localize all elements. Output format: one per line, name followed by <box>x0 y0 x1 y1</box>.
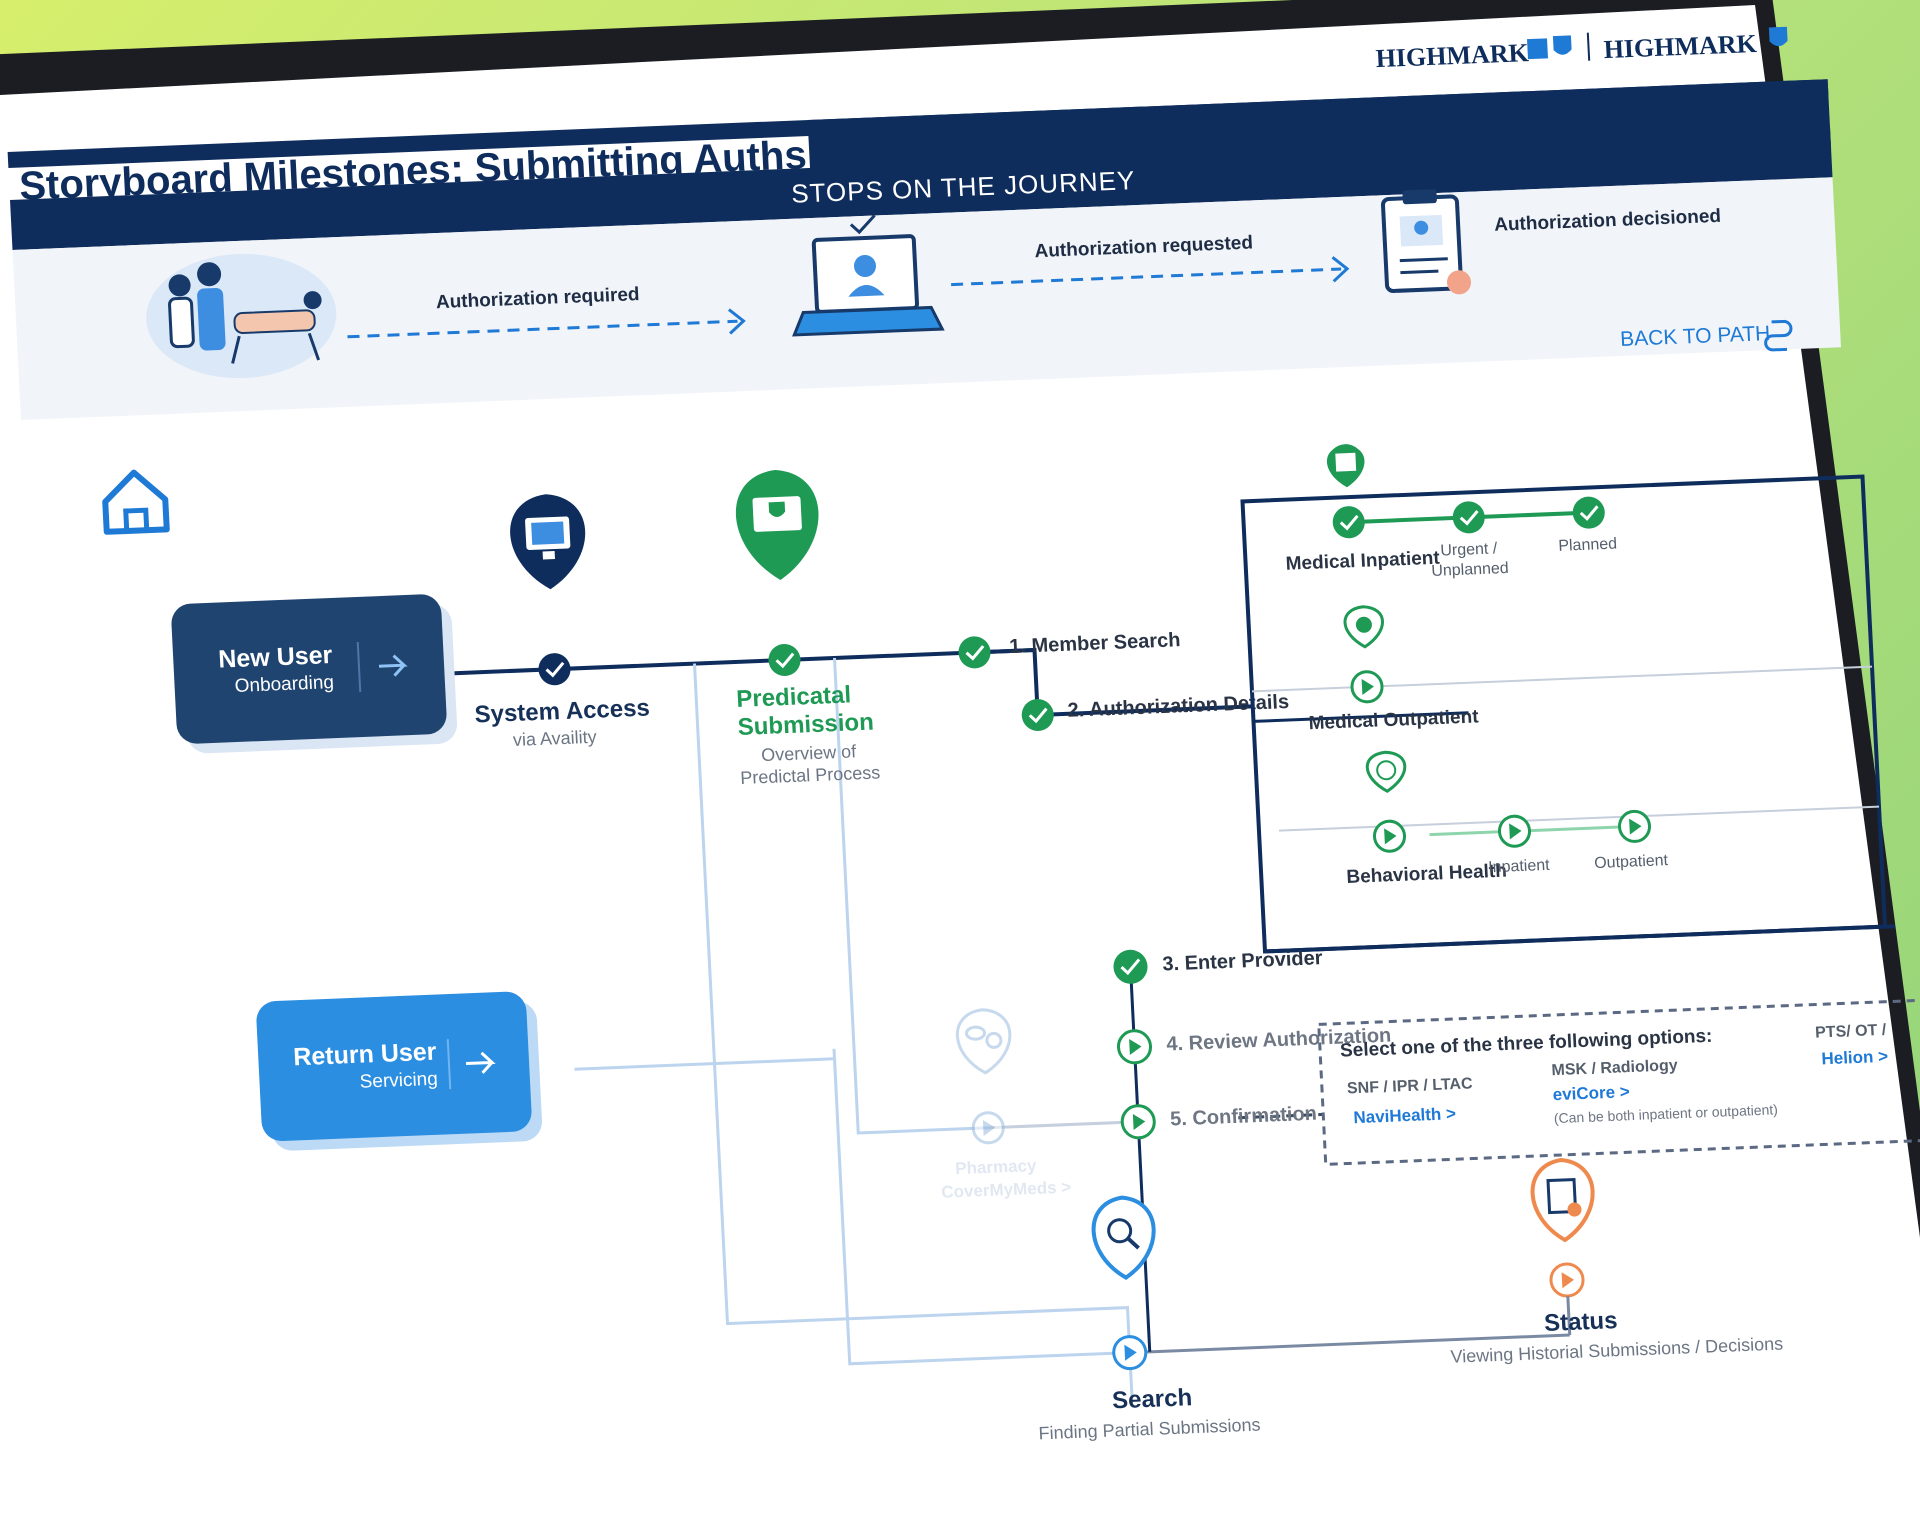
predicatal-title-2: Submission <box>737 709 874 741</box>
blue-cross-icon <box>1527 38 1548 59</box>
predicatal-title-1: Predicatal <box>736 681 852 713</box>
inpatient-node[interactable] <box>1499 816 1531 847</box>
outpatient-label: Outpatient <box>1594 852 1669 872</box>
evicore-link[interactable]: eviCore > <box>1552 1082 1630 1104</box>
inpatient-label: Inpatient <box>1488 857 1551 876</box>
return-user-subtitle: Servicing <box>359 1069 438 1093</box>
helion-link[interactable]: Helion > <box>1821 1047 1889 1069</box>
urgent-label-2: Unplanned <box>1431 560 1509 580</box>
new-user-title: New User <box>218 641 334 674</box>
return-user-button[interactable]: Return User Servicing <box>256 991 544 1152</box>
predicatal-sub-1: Overview of <box>761 741 858 765</box>
svg-text:HIGHMARK: HIGHMARK <box>1603 29 1758 64</box>
clipboard-icon <box>1382 188 1471 297</box>
status-title: Status <box>1543 1307 1618 1337</box>
search-title: Search <box>1111 1384 1192 1414</box>
svg-text:HIGHMARK: HIGHMARK <box>1375 38 1530 73</box>
new-user-button[interactable]: New User Onboarding <box>171 593 459 754</box>
system-access-subtitle: via Availity <box>512 727 597 750</box>
urgent-label-1: Urgent / <box>1440 540 1498 559</box>
outpatient-node[interactable] <box>1619 811 1651 842</box>
new-user-subtitle: Onboarding <box>234 672 334 697</box>
pharmacy-title: Pharmacy <box>955 1156 1038 1178</box>
planned-label: Planned <box>1558 536 1618 555</box>
return-user-title: Return User <box>293 1038 438 1072</box>
hospital-icon <box>1335 453 1356 472</box>
pts-label: PTS/ OT / <box>1815 1022 1887 1042</box>
